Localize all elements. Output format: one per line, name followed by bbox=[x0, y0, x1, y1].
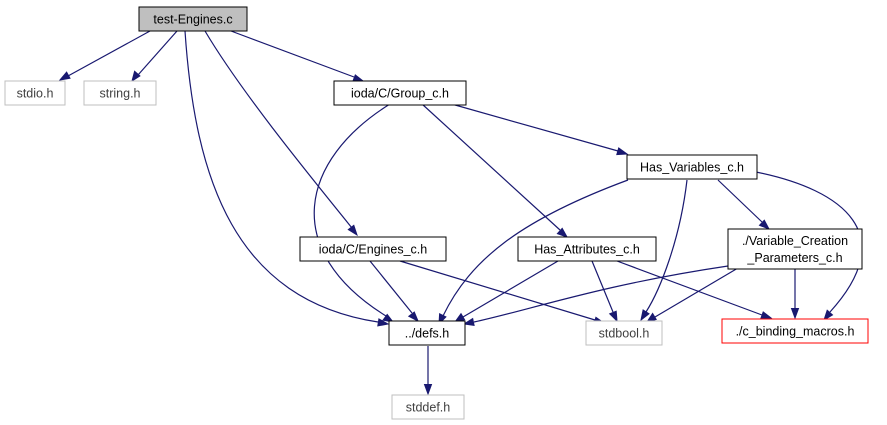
svg-text:./c_binding_macros.h: ./c_binding_macros.h bbox=[736, 325, 855, 339]
edge-var-creation-to-defs bbox=[462, 265, 729, 326]
edge-test-engines-to-string bbox=[131, 30, 178, 83]
edge-test-engines-to-defs bbox=[184, 30, 390, 327]
node-engines-c-h[interactable]: ioda/C/Engines_c.h bbox=[299, 236, 447, 262]
edge-var-creation-to-binding-macros bbox=[790, 268, 800, 320]
svg-text:test-Engines.c: test-Engines.c bbox=[153, 13, 232, 27]
edge-has-attributes-to-defs bbox=[453, 260, 559, 323]
svg-text:_Parameters_c.h: _Parameters_c.h bbox=[746, 251, 842, 265]
node-defs-h[interactable]: ../defs.h bbox=[388, 320, 466, 346]
edge-test-engines-to-group bbox=[230, 30, 365, 83]
edge-engines-to-stdbool bbox=[399, 260, 606, 325]
svg-text:stdbool.h: stdbool.h bbox=[599, 327, 650, 341]
node-variable-creation-parameters-c-h[interactable]: ./Variable_Creation _Parameters_c.h bbox=[727, 228, 863, 270]
edge-test-engines-to-stdio bbox=[58, 30, 151, 81]
svg-text:string.h: string.h bbox=[100, 87, 141, 101]
edge-has-variables-to-stdbool bbox=[640, 179, 688, 322]
node-stddef-h[interactable]: stddef.h bbox=[391, 394, 465, 420]
edge-defs-to-stddef bbox=[423, 346, 433, 396]
edge-test-engines-to-engines bbox=[204, 30, 358, 237]
edge-has-attributes-to-stdbool bbox=[591, 260, 618, 323]
node-has-attributes-c-h[interactable]: Has_Attributes_c.h bbox=[517, 236, 657, 262]
node-test-engines-c[interactable]: test-Engines.c bbox=[138, 6, 248, 32]
edge-group-to-has-variables bbox=[447, 102, 629, 156]
edge-has-variables-to-binding-macros bbox=[755, 171, 863, 322]
svg-text:Has_Attributes_c.h: Has_Attributes_c.h bbox=[534, 243, 640, 257]
node-group-c-h[interactable]: ioda/C/Group_c.h bbox=[333, 80, 467, 106]
node-c-binding-macros-h[interactable]: ./c_binding_macros.h bbox=[721, 318, 869, 344]
svg-text:ioda/C/Group_c.h: ioda/C/Group_c.h bbox=[351, 87, 449, 101]
node-has-variables-c-h[interactable]: Has_Variables_c.h bbox=[626, 154, 758, 180]
edge-var-creation-to-stdbool bbox=[645, 267, 739, 323]
edge-group-to-has-attributes bbox=[421, 103, 569, 238]
edge-has-variables-to-var-creation bbox=[717, 179, 771, 230]
node-stdbool-h[interactable]: stdbool.h bbox=[585, 320, 663, 346]
svg-text:../defs.h: ../defs.h bbox=[405, 327, 450, 341]
edge-engines-to-defs bbox=[369, 260, 419, 323]
svg-text:stdio.h: stdio.h bbox=[17, 87, 54, 101]
svg-text:ioda/C/Engines_c.h: ioda/C/Engines_c.h bbox=[319, 243, 427, 257]
svg-text:stddef.h: stddef.h bbox=[406, 401, 451, 415]
edge-group-to-defs bbox=[313, 103, 395, 323]
edge-has-attributes-to-binding-macros bbox=[616, 260, 773, 320]
svg-text:./Variable_Creation: ./Variable_Creation bbox=[742, 234, 848, 248]
node-stdio-h[interactable]: stdio.h bbox=[4, 80, 66, 106]
svg-text:Has_Variables_c.h: Has_Variables_c.h bbox=[640, 161, 744, 175]
node-string-h[interactable]: string.h bbox=[83, 80, 157, 106]
